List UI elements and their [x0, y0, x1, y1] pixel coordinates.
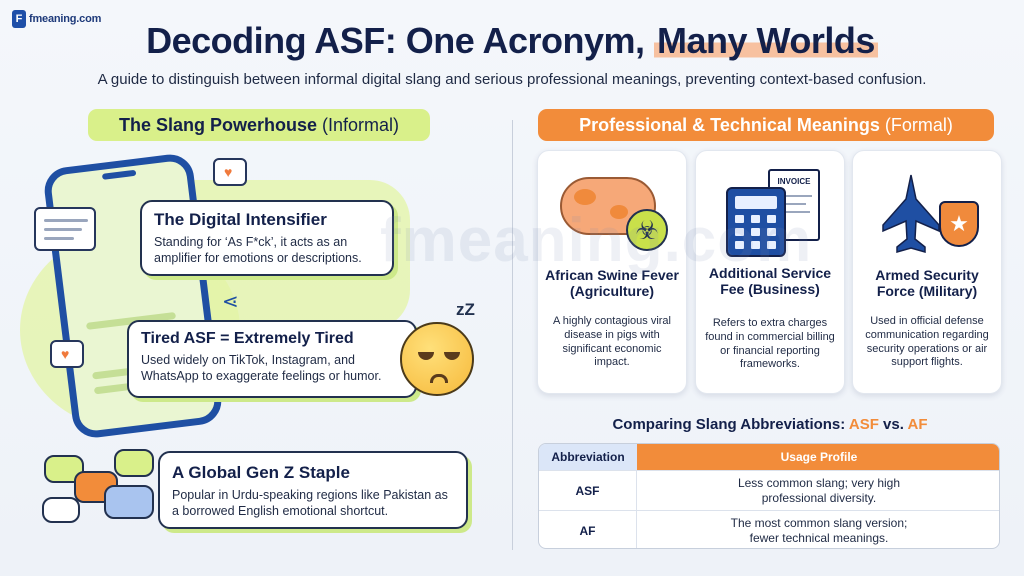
page-title: Decoding ASF: One Acronym, Many Worlds: [0, 20, 1024, 62]
table-row: AF The most common slang version; fewer …: [539, 510, 999, 548]
comparison-table: Abbreviation Usage Profile ASF Less comm…: [538, 443, 1000, 549]
biohazard-icon: ☣: [626, 209, 668, 251]
tired-face-emoji-icon: [400, 322, 474, 396]
share-icon: ⋖: [222, 291, 239, 313]
meaning-card-military: ★ Armed Security Force (Military) Used i…: [852, 150, 1002, 394]
logo-text: fmeaning.com: [29, 13, 102, 25]
title-highlight: Many Worlds: [654, 20, 878, 61]
table-header-abbreviation: Abbreviation: [539, 444, 637, 470]
heart-bubble-icon: ♥: [50, 340, 84, 368]
slang-card-gen-z-staple: A Global Gen Z Staple Popular in Urdu-sp…: [158, 451, 468, 529]
table-cell-profile: Less common slang; very high professiona…: [737, 476, 901, 505]
meaning-title: Additional Service Fee (Business): [708, 265, 832, 298]
card-title: The Digital Intensifier: [154, 210, 327, 229]
card-text: Popular in Urdu-speaking regions like Pa…: [172, 488, 448, 519]
term-af: AF: [907, 416, 928, 433]
pro-heading-rest: (Formal): [879, 114, 953, 135]
meaning-title: African Swine Fever (Agriculture): [545, 267, 679, 300]
slang-card-digital-intensifier: The Digital Intensifier Standing for ‘As…: [140, 200, 394, 276]
fighter-jet-icon: [882, 174, 940, 253]
chat-bubble-icon: [34, 207, 96, 251]
table-cell-abbr: AF: [539, 511, 637, 548]
table-cell-abbr: ASF: [539, 471, 637, 511]
invoice-label: INVOICE: [777, 177, 811, 186]
slang-heading-rest: (Informal): [317, 114, 400, 135]
card-text: Used widely on TikTok, Instagram, and Wh…: [141, 353, 382, 384]
calculator-icon: [726, 187, 786, 257]
shield-star-icon: ★: [939, 201, 979, 247]
card-title: Tired ASF = Extremely Tired: [141, 330, 354, 347]
comparison-title: Comparing Slang Abbreviations: ASF vs. A…: [540, 416, 1000, 433]
group-chat-icon: [40, 445, 160, 535]
table-cell-profile: The most common slang version; fewer tec…: [730, 516, 908, 545]
title-prefix: Decoding ASF: One Acronym,: [146, 20, 654, 61]
heart-icon: ♥: [224, 164, 233, 180]
logo-badge: F: [12, 10, 26, 28]
sleep-zz-icon: zZ: [456, 300, 475, 319]
heart-icon: ♥: [61, 346, 70, 362]
card-text: Standing for ‘As F*ck’, it acts as an am…: [154, 235, 362, 266]
meaning-text: A highly contagious viral disease in pig…: [552, 315, 671, 369]
comparison-vs: vs.: [878, 416, 908, 433]
meaning-card-business: INVOICE Additional Service Fee (Business…: [695, 150, 845, 394]
meaning-text: Used in official defense communication r…: [865, 315, 989, 369]
card-title: A Global Gen Z Staple: [172, 463, 350, 482]
page-subtitle: A guide to distinguish between informal …: [97, 71, 927, 88]
heart-bubble-icon: ♥: [213, 158, 247, 186]
meaning-title: Armed Security Force (Military): [875, 267, 979, 300]
meaning-card-agriculture: ☣ African Swine Fever (Agriculture) A hi…: [537, 150, 687, 394]
professional-section-heading: Professional & Technical Meanings (Forma…: [538, 109, 994, 141]
table-header-usage-profile: Usage Profile: [637, 444, 999, 470]
slang-card-tired-asf: Tired ASF = Extremely Tired Used widely …: [127, 320, 417, 398]
comparison-title-prefix: Comparing Slang Abbreviations:: [612, 416, 849, 433]
meaning-text: Refers to extra charges found in commerc…: [705, 317, 835, 371]
phone-notch: [101, 169, 137, 180]
table-row: ASF Less common slang; very high profess…: [539, 470, 999, 511]
section-divider: [512, 120, 513, 550]
site-logo[interactable]: F fmeaning.com: [12, 10, 101, 28]
pro-heading-bold: Professional & Technical Meanings: [579, 114, 880, 135]
slang-section-heading: The Slang Powerhouse (Informal): [88, 109, 430, 141]
term-asf: ASF: [848, 416, 879, 433]
slang-heading-bold: The Slang Powerhouse: [118, 114, 318, 135]
